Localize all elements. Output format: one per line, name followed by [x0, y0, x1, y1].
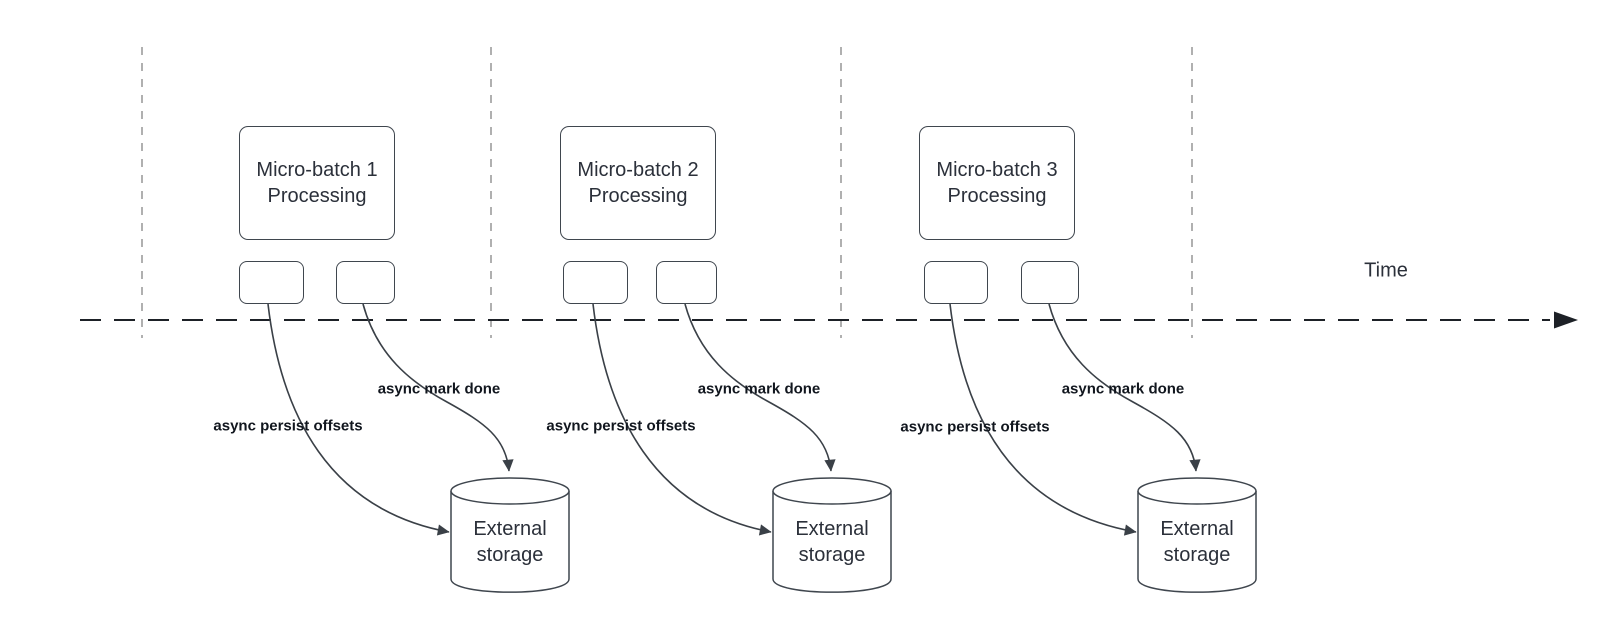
cylinder-body [450, 491, 570, 593]
micro-batch-3-box: Micro-batch 3 Processing [919, 126, 1075, 240]
cylinder-top [772, 477, 892, 505]
cylinder-body [1137, 491, 1257, 593]
external-storage-label-2: External storage [795, 518, 869, 566]
micro-batch-1-box: Micro-batch 1 Processing [239, 126, 395, 240]
offset-slot-box-3 [924, 261, 988, 304]
mark-done-arrow-3 [1048, 303, 1201, 472]
external-storage-label-1: External storage [473, 518, 547, 566]
persist-offsets-arrow-3 [949, 303, 1137, 536]
time-axis-arrowhead-icon [1554, 311, 1578, 329]
offset-slot-box-1 [239, 261, 304, 304]
cylinder-top [450, 477, 570, 505]
mark-done-arrow-1 [362, 303, 514, 472]
persist-offsets-label-3: async persist offsets [900, 418, 1050, 436]
cylinder-top [1137, 477, 1257, 505]
time-axis-label: Time [1364, 259, 1408, 282]
persist-offsets-label-2: async persist offsets [546, 417, 696, 435]
external-storage-cylinder-3 [1137, 477, 1257, 593]
done-slot-box-3 [1021, 261, 1079, 304]
external-storage-label-3: External storage [1160, 518, 1234, 566]
mark-done-label-2: async mark done [697, 380, 821, 398]
done-slot-box-1 [336, 261, 395, 304]
external-storage-cylinder-2 [772, 477, 892, 593]
external-storage-cylinder-1 [450, 477, 570, 593]
mark-done-label-3: async mark done [1061, 380, 1185, 398]
done-slot-box-2 [656, 261, 717, 304]
persist-offsets-arrow-1 [267, 303, 450, 536]
persist-offsets-label-1: async persist offsets [213, 417, 363, 435]
mark-done-label-1: async mark done [377, 380, 501, 398]
mark-done-arrow-2 [684, 303, 836, 472]
persist-offsets-arrow-2 [592, 303, 772, 536]
micro-batch-2-box: Micro-batch 2 Processing [560, 126, 716, 240]
cylinder-body [772, 491, 892, 593]
offset-slot-box-2 [563, 261, 628, 304]
